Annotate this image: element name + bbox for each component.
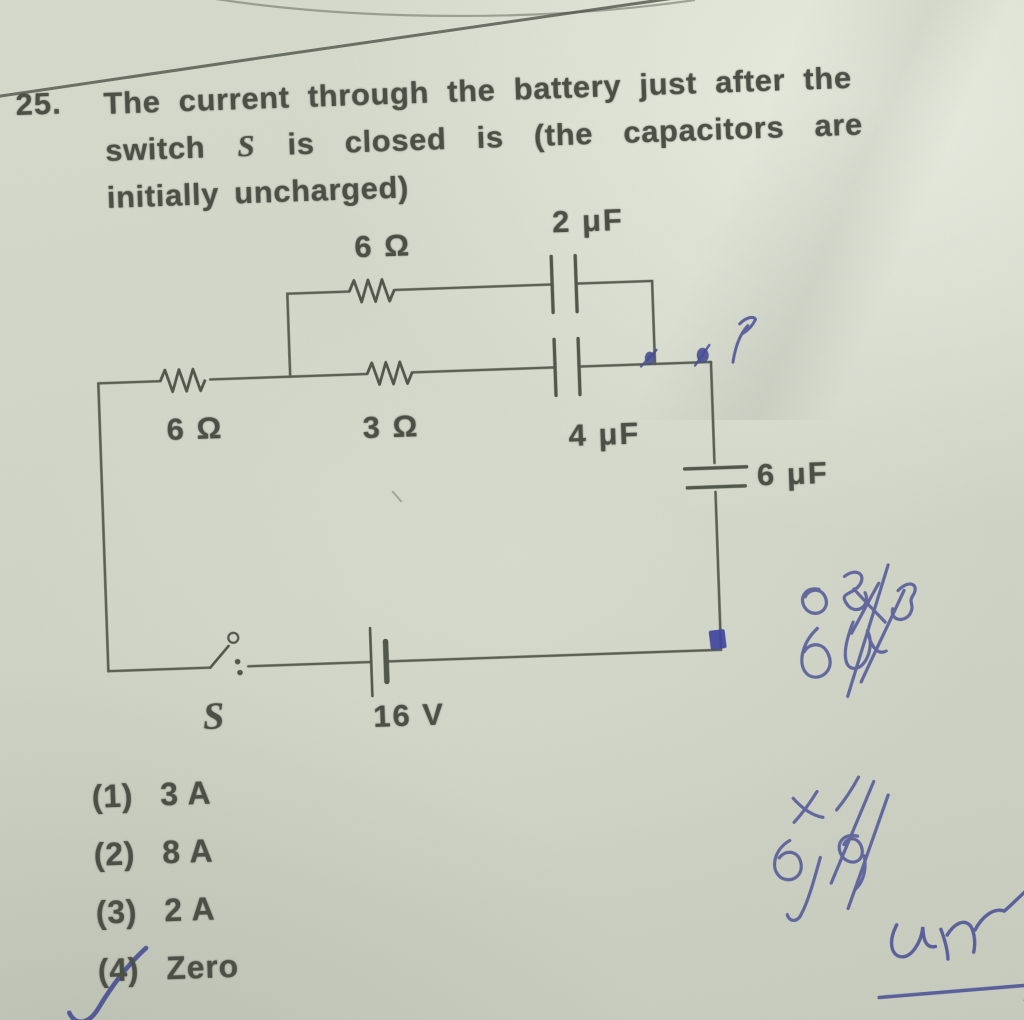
option-3: (3) 2 A <box>95 890 238 953</box>
resistor-top-6ohm <box>347 278 396 304</box>
resistor-left-6ohm <box>158 367 207 394</box>
label-capacitor-middle: 4 μF <box>567 415 641 453</box>
pen-scribble-corner <box>877 882 1024 1003</box>
option-4-number: (4) <box>97 951 140 989</box>
resistor-middle-3ohm <box>365 360 414 386</box>
capacitor-symbols <box>549 253 749 490</box>
option-2-value: 8 A <box>161 832 214 871</box>
option-2-number: (2) <box>93 835 136 873</box>
option-1-value: 3 A <box>159 774 212 813</box>
option-1: (1) 3 A <box>91 774 234 837</box>
option-2: (2) 8 A <box>93 832 236 895</box>
pen-scribble-upper <box>800 563 917 698</box>
label-resistor-middle: 3 Ω <box>362 408 420 446</box>
option-4-value: Zero <box>165 947 240 987</box>
capacitor-2uF <box>549 253 579 315</box>
battery-symbol <box>368 626 390 698</box>
option-3-number: (3) <box>95 893 138 931</box>
pen-square-dot <box>708 629 727 650</box>
label-capacitor-right: 6 μF <box>756 454 830 493</box>
option-4: (4) Zero <box>97 948 240 1011</box>
label-battery: 16 V <box>372 696 446 734</box>
pen-scribble-lower <box>773 775 890 922</box>
option-3-value: 2 A <box>163 890 216 929</box>
capacitor-6uF <box>682 465 749 490</box>
option-1-number: (1) <box>91 777 134 815</box>
capacitor-4uF <box>552 336 582 398</box>
label-resistor-left: 6 Ω <box>166 410 224 447</box>
circuit-wires <box>97 279 723 673</box>
label-switch: S <box>202 695 225 738</box>
options-list: (1) 3 A (2) 8 A (3) 2 A (4) Zero <box>91 774 240 1011</box>
label-capacitor-top: 2 μF <box>551 201 625 240</box>
pencil-stray-mark <box>391 490 403 503</box>
switch-icon <box>209 631 243 676</box>
label-resistor-top: 6 Ω <box>353 227 412 265</box>
pen-node-marks <box>639 315 758 650</box>
resistor-symbols <box>158 278 414 394</box>
